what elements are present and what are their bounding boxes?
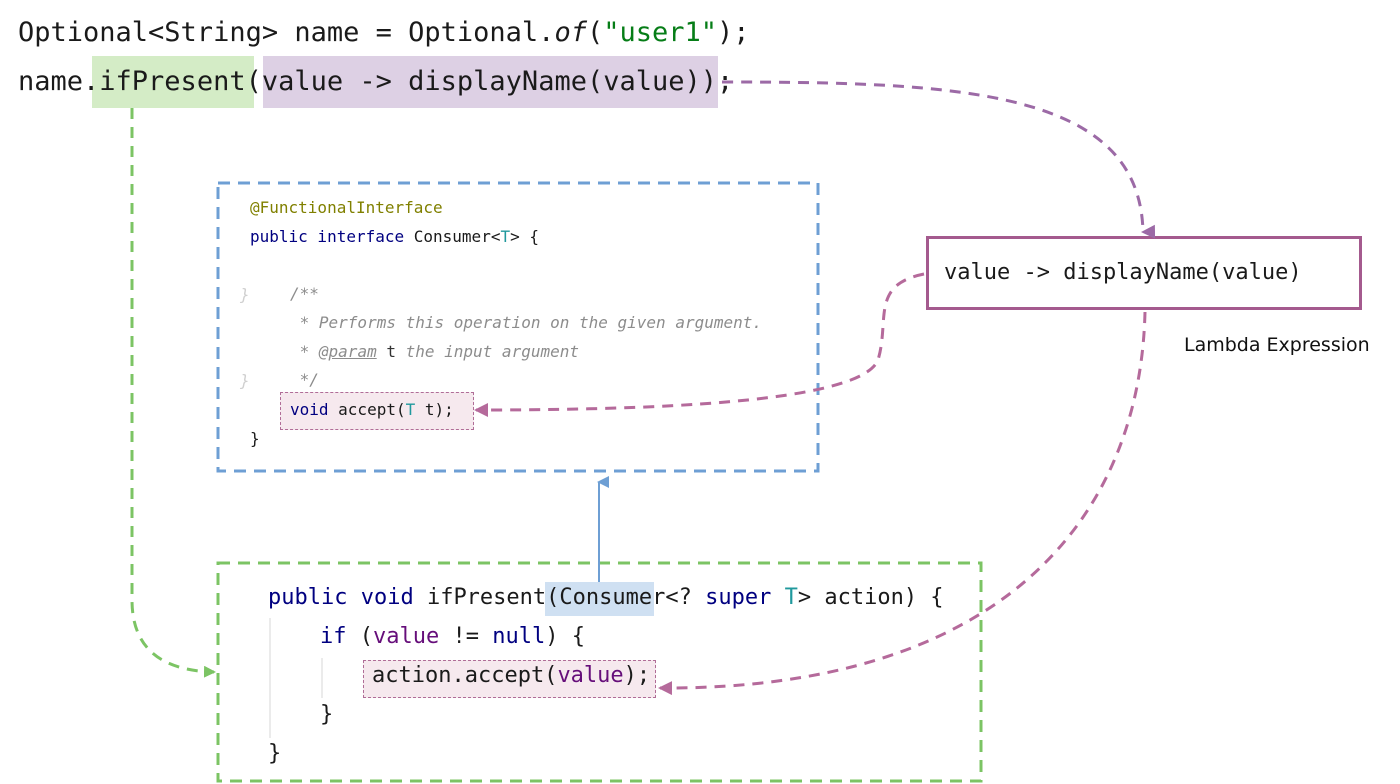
code-line-ifpresent-call: name.ifPresent(value -> displayName(valu… bbox=[18, 65, 733, 99]
action-accept-highlight bbox=[363, 660, 656, 698]
code-text: Optional<String> name = Optional. bbox=[18, 17, 555, 48]
type-param: T bbox=[784, 585, 798, 610]
javadoc-open: /** bbox=[290, 284, 319, 303]
code-text: name. bbox=[18, 66, 100, 97]
code-line-optional-declaration: Optional<String> name = Optional.of("use… bbox=[18, 16, 750, 50]
code-text: ); bbox=[623, 663, 651, 688]
closing-brace: } bbox=[250, 429, 260, 448]
param-name: t bbox=[376, 342, 396, 361]
consumer-box-border bbox=[216, 181, 820, 473]
purple-flow-arrow bbox=[721, 80, 1156, 239]
lambda-expression-box: value -> displayName(value) bbox=[926, 236, 1362, 310]
green-flow-arrow bbox=[130, 108, 216, 678]
keyword: super bbox=[705, 585, 772, 610]
keyword: void bbox=[290, 400, 329, 419]
javadoc-description: * Performs this operation on the given a… bbox=[290, 313, 763, 332]
code-text: t); bbox=[415, 400, 454, 419]
fold-marker: } bbox=[240, 285, 250, 304]
code-text: ); bbox=[717, 17, 750, 48]
ifpresent-box-border bbox=[216, 561, 983, 783]
functional-interface-annotation: @FunctionalInterface bbox=[250, 198, 443, 217]
keyword: public interface bbox=[250, 227, 405, 246]
code-text: ( bbox=[346, 624, 373, 649]
ifpresent-signature: public void ifPresent(Consumer<? super T… bbox=[268, 584, 944, 612]
keyword: if bbox=[320, 624, 347, 649]
ifpresent-highlight bbox=[92, 56, 254, 108]
code-ifpresent: ifPresent bbox=[99, 66, 246, 97]
accept-method: void accept(T t); bbox=[290, 400, 454, 420]
code-text: > { bbox=[510, 227, 539, 246]
lambda-to-action-arrow bbox=[658, 311, 1147, 696]
code-text: != bbox=[439, 624, 493, 649]
javadoc-star: * bbox=[290, 342, 319, 361]
javadoc-param: * @param t the input argument bbox=[290, 342, 579, 362]
lambda-arg-highlight bbox=[263, 56, 718, 108]
consumer-name: Consumer< bbox=[404, 227, 501, 246]
code-string-literal: "user1" bbox=[603, 17, 718, 48]
code-text: action.accept( bbox=[372, 663, 558, 688]
lambda-expression-text: value -> displayName(value) bbox=[944, 260, 1302, 285]
lambda-expression-label: Lambda Expression bbox=[1184, 334, 1370, 356]
keyword: null bbox=[492, 624, 546, 649]
code-text: <? bbox=[665, 585, 706, 610]
type-param: T bbox=[500, 227, 511, 246]
action-accept-call: action.accept(value); bbox=[372, 662, 650, 690]
code-of-method: of bbox=[554, 17, 587, 48]
if-null-check: if (value != null) { bbox=[320, 623, 585, 651]
consumer-declaration: public interface Consumer<T> { bbox=[250, 227, 539, 247]
fold-marker: } bbox=[240, 371, 250, 390]
javadoc-close: */ bbox=[290, 370, 319, 389]
code-text: ) { bbox=[545, 624, 585, 649]
value-field: value bbox=[557, 663, 624, 688]
accept-name: accept( bbox=[328, 400, 406, 419]
if-closing-brace: } bbox=[320, 702, 334, 727]
code-text: ( bbox=[586, 17, 604, 48]
method-closing-brace: } bbox=[268, 741, 282, 766]
consumer-type-highlight bbox=[545, 582, 654, 616]
consumer-type: Consumer bbox=[559, 585, 666, 610]
accept-method-highlight bbox=[280, 392, 474, 430]
param-description: the input argument bbox=[395, 342, 579, 361]
code-lambda-arg: (value -> displayName(value)) bbox=[245, 66, 717, 97]
keyword: public void bbox=[268, 585, 414, 610]
type-param: T bbox=[405, 400, 416, 419]
value-field: value bbox=[373, 624, 440, 649]
lambda-to-accept-arrow bbox=[474, 272, 925, 417]
param-tag: @param bbox=[318, 342, 377, 361]
code-text: > action) { bbox=[797, 585, 944, 610]
method-name: ifPresent( bbox=[413, 585, 560, 610]
